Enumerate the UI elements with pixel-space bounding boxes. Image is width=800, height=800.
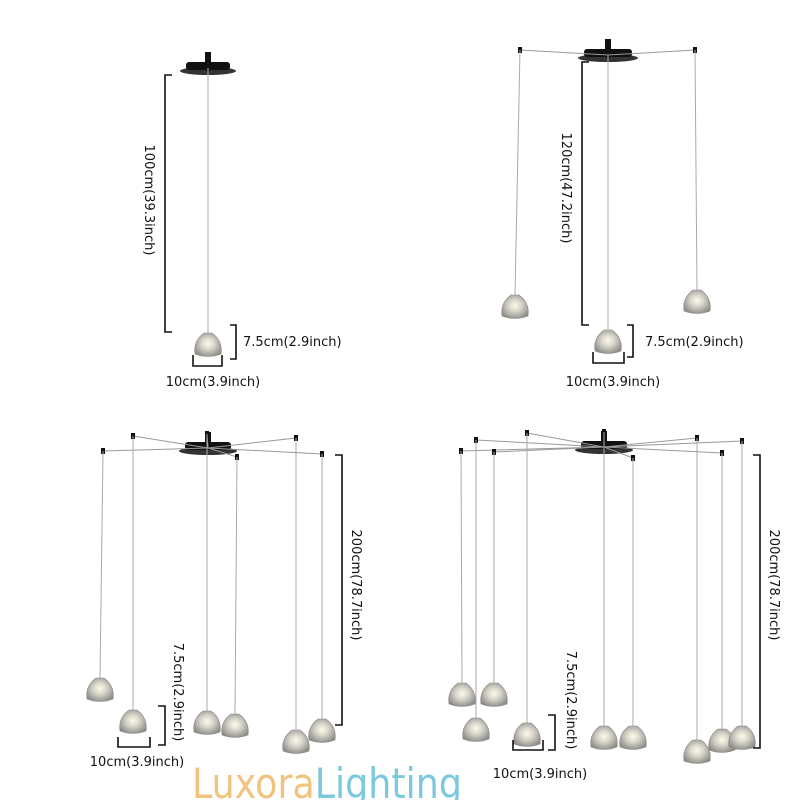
height-bracket	[158, 705, 166, 746]
height-label-2: 7.5cm(2.9inch)	[645, 335, 744, 350]
support-arm	[102, 447, 209, 452]
support-arm	[207, 447, 238, 458]
length-label-3: 200cm(78.7inch)	[348, 530, 363, 641]
crystal-pendant	[308, 718, 336, 743]
height-label-4: 7.5cm(2.9inch)	[563, 651, 578, 750]
support-arm	[475, 439, 605, 448]
length-bracket	[753, 454, 761, 749]
support-arm	[603, 446, 634, 459]
watermark-part2: Lighting	[315, 759, 462, 800]
support-arm	[519, 49, 609, 56]
crystal-pendant	[119, 709, 147, 734]
suspension-wire	[460, 450, 463, 684]
crystal-pendant	[86, 677, 114, 702]
watermark-logo: LuxoraLighting	[192, 759, 462, 800]
length-bracket	[335, 454, 343, 726]
support-arm	[207, 437, 297, 449]
support-arm	[603, 440, 743, 448]
support-arm	[607, 49, 696, 56]
length-bracket	[164, 74, 172, 333]
height-bracket	[548, 714, 556, 751]
height-bracket	[627, 324, 634, 358]
crystal-pendant	[683, 739, 711, 764]
support-arm	[603, 446, 723, 454]
crystal-pendant	[594, 329, 622, 354]
watermark-part1: Luxora	[192, 759, 315, 800]
height-label-3: 7.5cm(2.9inch)	[170, 643, 185, 742]
suspension-wire	[99, 450, 104, 679]
canopy-connector	[205, 52, 211, 62]
width-label-3: 10cm(3.9inch)	[90, 755, 184, 770]
support-arm	[493, 446, 605, 453]
crystal-pendant	[683, 289, 711, 314]
crystal-pendant	[501, 294, 529, 319]
support-arm	[603, 437, 698, 448]
length-label-1: 100cm(39.3inch)	[141, 145, 156, 256]
crystal-pendant	[480, 682, 508, 707]
height-label-1: 7.5cm(2.9inch)	[243, 335, 342, 350]
length-label-2: 120cm(47.2inch)	[558, 133, 573, 244]
width-bracket	[512, 740, 544, 751]
support-arm	[132, 435, 209, 449]
crystal-pendant	[282, 729, 310, 754]
support-arm	[526, 432, 605, 448]
crystal-pendant	[194, 332, 222, 357]
suspension-wire	[514, 49, 521, 296]
crystal-pendant	[590, 725, 618, 750]
length-label-4: 200cm(78.7inch)	[766, 530, 781, 641]
width-label-2: 10cm(3.9inch)	[566, 375, 660, 390]
crystal-pendant	[193, 710, 221, 735]
support-arm	[207, 447, 323, 455]
height-bracket	[230, 324, 237, 360]
width-label-1: 10cm(3.9inch)	[166, 375, 260, 390]
crystal-pendant	[462, 717, 490, 742]
crystal-pendant	[619, 725, 647, 750]
width-bracket	[192, 355, 223, 367]
crystal-pendant	[728, 725, 756, 750]
crystal-pendant	[221, 713, 249, 738]
crystal-pendant	[448, 682, 476, 707]
canopy-connector	[605, 39, 611, 49]
crystal-pendant	[513, 722, 541, 747]
suspension-wire	[234, 456, 238, 715]
width-bracket	[117, 737, 151, 748]
length-bracket	[581, 61, 589, 326]
suspension-wire	[694, 49, 698, 291]
width-bracket	[592, 352, 625, 364]
width-label-4: 10cm(3.9inch)	[493, 767, 587, 782]
